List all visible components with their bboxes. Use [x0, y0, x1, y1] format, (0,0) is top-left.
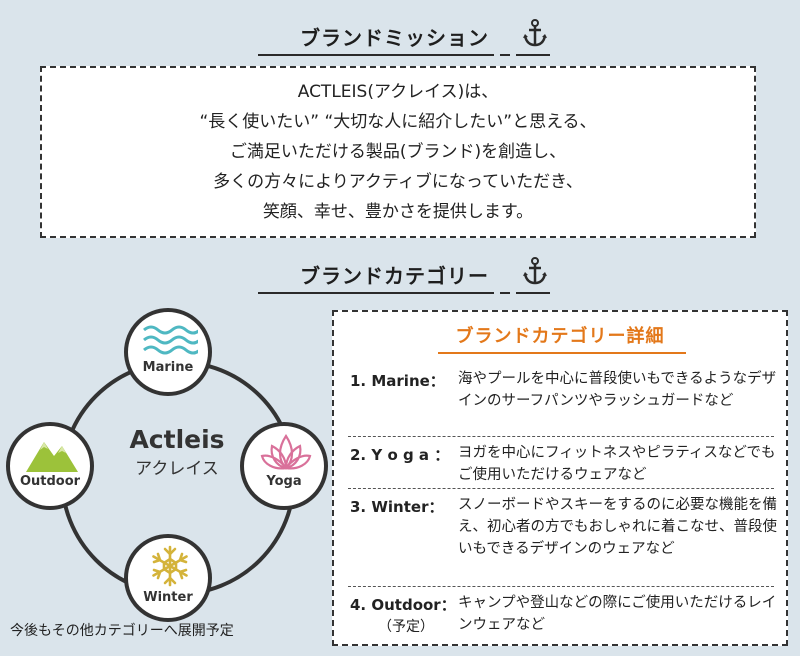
item-divider — [348, 436, 774, 437]
yoga-node: Yoga — [240, 422, 328, 510]
winter-label: Winter — [143, 590, 193, 605]
mission-heading-title: ブランドミッション — [300, 26, 489, 50]
category-heading: ブランドカテゴリー — [258, 256, 558, 296]
anchor-icon — [523, 19, 547, 47]
heading-underline — [258, 292, 494, 294]
item-divider — [348, 488, 774, 489]
mission-line: ご満足いただける製品(ブランド)を創造し、 — [229, 142, 567, 162]
category-detail-box: ブランドカテゴリー詳細 1. Marine： 海やプールを中心に普段使いもできる… — [332, 310, 788, 646]
category-desc-outdoor: キャンプや登山などの際にご使用いただけるレインウェアなど — [458, 595, 777, 633]
heading-underline-dash — [516, 292, 550, 294]
waves-icon — [143, 325, 198, 355]
outdoor-node: Outdoor — [6, 422, 94, 510]
lotus-icon — [260, 434, 312, 470]
brand-center: Actleis アクレイス — [110, 424, 244, 482]
anchor-icon — [523, 257, 547, 285]
snowflake-icon — [152, 545, 188, 587]
marine-node: Marine — [124, 308, 212, 396]
mission-line: “長く使いたい” “大切な人に紹介したい”と思える、 — [199, 112, 597, 132]
mission-line: 多くの方々によりアクティブになっていただき、 — [213, 172, 583, 192]
yoga-label: Yoga — [266, 474, 302, 489]
item-divider — [348, 586, 774, 587]
category-label-winter: 3. Winter： — [350, 498, 444, 516]
category-sub-outdoor: （予定） — [378, 619, 434, 635]
detail-title-underline — [438, 352, 686, 354]
brand-name: Actleis — [129, 425, 225, 454]
mission-line: ACTLEIS(アクレイス)は、 — [297, 82, 499, 102]
heading-underline-dash — [516, 54, 550, 56]
mission-statement-box: ACTLEIS(アクレイス)は、 “長く使いたい” “大切な人に紹介したい”と思… — [40, 66, 756, 238]
category-desc-winter: スノーボードやスキーをするのに必要な機能を備え、初心者の方でもおしゃれに着こなせ… — [458, 497, 777, 557]
heading-underline-dash — [500, 54, 510, 56]
category-desc-yoga: ヨガを中心にフィットネスやピラティスなどでもご使用いただけるウェアなど — [458, 445, 776, 483]
heading-underline — [258, 54, 494, 56]
category-heading-title: ブランドカテゴリー — [300, 264, 489, 288]
heading-underline-dash — [500, 292, 510, 294]
mission-heading: ブランドミッション — [258, 18, 558, 58]
marine-label: Marine — [142, 360, 194, 375]
mission-line: 笑顔、幸せ、豊かさを提供します。 — [262, 202, 534, 222]
expansion-note: 今後もその他カテゴリーへ展開予定 — [10, 623, 234, 639]
winter-node: Winter — [124, 534, 212, 622]
brand-name-kana: アクレイス — [135, 459, 219, 479]
category-desc-marine: 海やプールを中心に普段使いもできるようなデザインのサーフパンツやラッシュガードな… — [458, 371, 777, 409]
detail-title: ブランドカテゴリー詳細 — [455, 326, 665, 347]
category-label-outdoor: 4. Outdoor： — [350, 596, 456, 614]
mountain-icon — [26, 442, 78, 472]
outdoor-label: Outdoor — [19, 474, 81, 489]
category-label-marine: 1. Marine： — [350, 372, 445, 390]
category-label-yoga: 2. Y o g a ： — [350, 446, 450, 464]
